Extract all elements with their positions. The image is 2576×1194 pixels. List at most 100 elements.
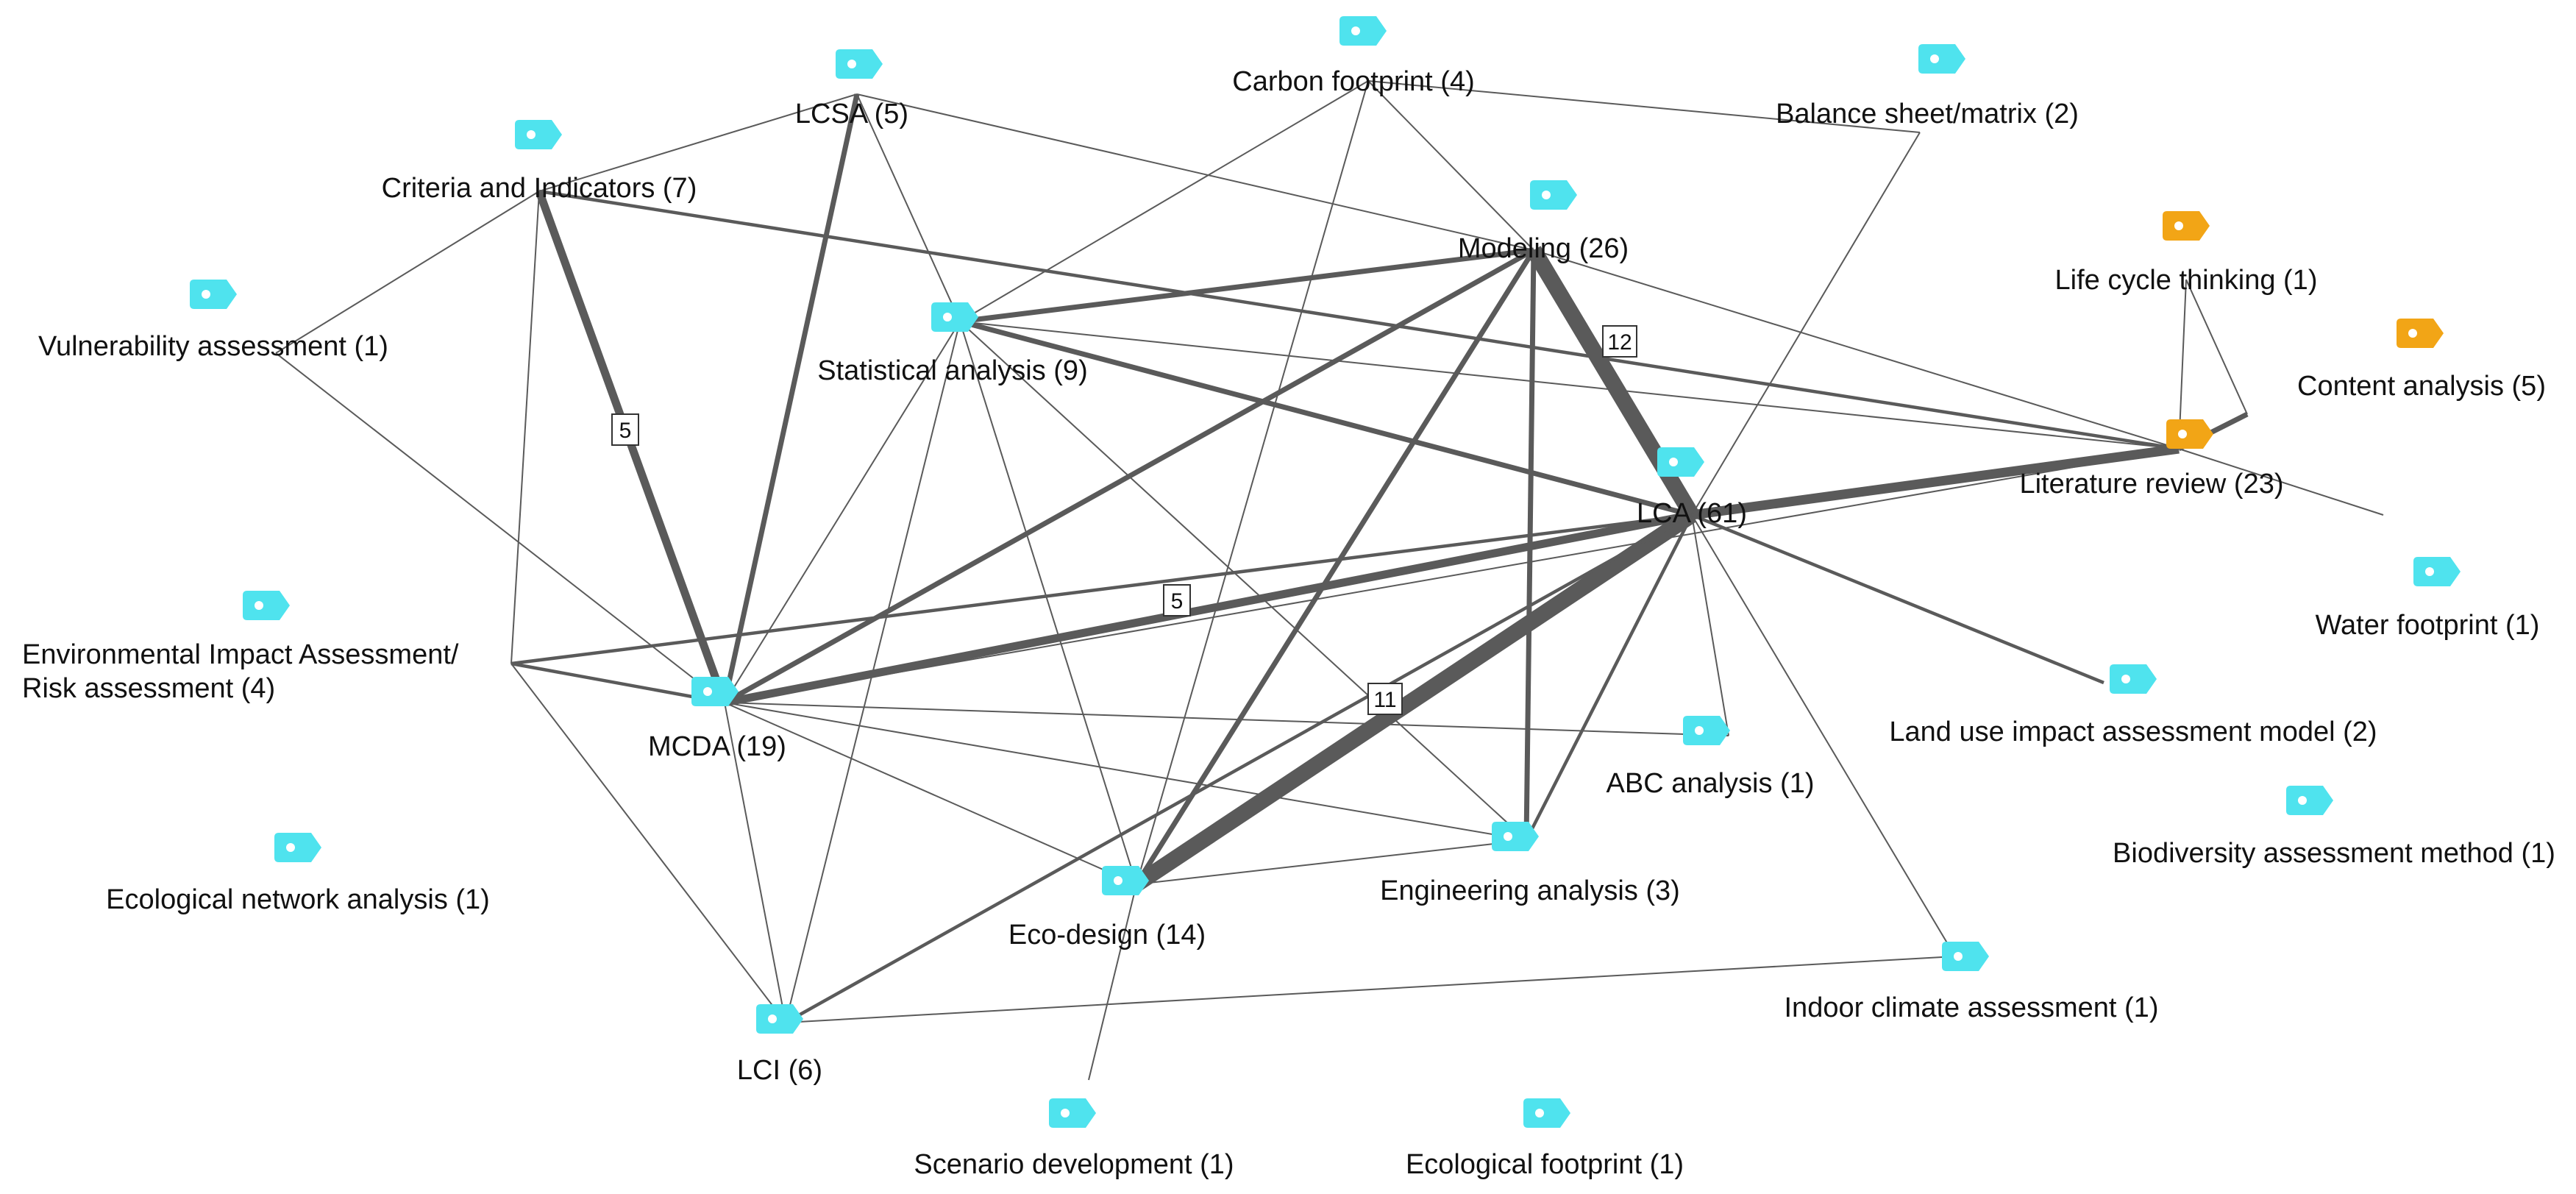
node-indoor_climate[interactable]: Indoor climate assessment (1) — [1785, 942, 2159, 1023]
node-balance_sheet[interactable]: Balance sheet/matrix (2) — [1776, 44, 2079, 129]
tag-icon — [2286, 786, 2333, 815]
tag-hole-icon — [1504, 832, 1512, 841]
node-label: Life cycle thinking (1) — [2055, 265, 2318, 296]
edge-criteria_indicators-lcsa — [538, 93, 858, 192]
node-label: ABC analysis (1) — [1607, 768, 1815, 799]
tag-icon — [190, 280, 237, 309]
node-carbon_footprint[interactable]: Carbon footprint (4) — [1232, 16, 1475, 97]
tag-hole-icon — [527, 130, 536, 139]
tag-hole-icon — [1351, 26, 1360, 35]
node-biodiversity[interactable]: Biodiversity assessment method (1) — [2113, 786, 2555, 869]
edge-weight-text: 12 — [1607, 330, 1632, 355]
node-label: Land use impact assessment model (2) — [1889, 717, 2377, 747]
node-eco_design[interactable]: Eco-design (14) — [1008, 866, 1206, 950]
tag-icon — [2163, 211, 2210, 241]
edge-mcda-eco_design — [724, 702, 1137, 885]
node-criteria_indicators[interactable]: Criteria and Indicators (7) — [382, 120, 697, 204]
tag-hole-icon — [286, 843, 295, 852]
tag-hole-icon — [1542, 191, 1551, 199]
edge-lcsa-mcda — [722, 93, 860, 703]
tag-icon — [1657, 447, 1704, 477]
node-ecological_network[interactable]: Ecological network analysis (1) — [106, 833, 490, 915]
node-label: Modeling (26) — [1458, 233, 1629, 264]
node-label: LCI (6) — [737, 1055, 822, 1086]
edge-mcda-engineering_analysis — [724, 702, 1527, 841]
node-engineering_analysis[interactable]: Engineering analysis (3) — [1380, 822, 1680, 906]
node-land_use[interactable]: Land use impact assessment model (2) — [1889, 664, 2377, 747]
edge-criteria_indicators-mcda — [535, 190, 729, 704]
node-eia[interactable]: Environmental Impact Assessment/Risk ass… — [22, 591, 459, 704]
tag-icon — [836, 49, 883, 79]
edge-statistical_analysis-lca — [959, 319, 1693, 518]
tag-hole-icon — [202, 290, 210, 299]
node-water_footprint[interactable]: Water footprint (1) — [2316, 557, 2540, 641]
edge-weight-label-modeling-lca: 12 — [1602, 325, 1637, 358]
edge-lca-abc_analysis — [1691, 514, 1729, 736]
edge-weight-box — [1602, 325, 1637, 358]
tag-hole-icon — [943, 313, 952, 321]
tag-hole-icon — [2408, 329, 2417, 338]
node-label: LCA (61) — [1637, 498, 1747, 529]
edge-modeling-statistical_analysis — [959, 247, 1534, 324]
node-lcsa[interactable]: LCSA (5) — [795, 49, 908, 129]
tag-hole-icon — [1061, 1109, 1070, 1117]
nodes-layer: LCA (61) Literature review (23) Modeling (… — [22, 16, 2555, 1180]
edge-lci-indoor_climate — [785, 956, 1956, 1023]
node-lca[interactable]: LCA (61) — [1637, 447, 1747, 529]
edge-mcda-lci — [724, 702, 786, 1023]
edge-modeling-eco_design — [1134, 249, 1536, 886]
node-label: Engineering analysis (3) — [1380, 875, 1680, 906]
tag-icon — [515, 120, 562, 149]
tag-icon — [756, 1004, 803, 1034]
tag-hole-icon — [1535, 1109, 1544, 1117]
tag-hole-icon — [703, 687, 712, 696]
edge-mcda-eia — [510, 661, 725, 705]
node-scenario_development[interactable]: Scenario development (1) — [914, 1098, 1234, 1180]
node-label: Indoor climate assessment (1) — [1785, 992, 2159, 1023]
node-lci[interactable]: LCI (6) — [737, 1004, 822, 1086]
edge-statistical_analysis-literature_review — [959, 321, 2180, 449]
edge-weight-box — [611, 413, 639, 446]
node-label: LCSA (5) — [795, 99, 908, 129]
tag-hole-icon — [2178, 430, 2187, 438]
tag-icon — [1102, 866, 1149, 895]
edge-criteria_indicators-literature_review — [538, 189, 2180, 451]
node-ecological_footprint[interactable]: Ecological footprint (1) — [1406, 1098, 1684, 1180]
tag-icon — [2397, 319, 2444, 348]
edge-criteria_indicators-eia — [510, 191, 540, 664]
tag-icon — [2166, 419, 2213, 449]
tag-icon — [1530, 180, 1577, 210]
tag-icon — [2413, 557, 2461, 586]
node-mcda[interactable]: MCDA (19) — [648, 677, 786, 762]
edge-lca-literature_review — [1691, 444, 2180, 520]
node-statistical_analysis[interactable]: Statistical analysis (9) — [817, 302, 1088, 386]
node-label: Ecological network analysis (1) — [106, 884, 490, 915]
tag-hole-icon — [2174, 221, 2183, 230]
node-vulnerability[interactable]: Vulnerability assessment (1) — [38, 280, 388, 362]
tag-icon — [243, 591, 290, 620]
edge-mcda-abc_analysis — [724, 702, 1729, 736]
node-life_cycle_thinking[interactable]: Life cycle thinking (1) — [2055, 211, 2318, 296]
tag-hole-icon — [847, 60, 856, 68]
node-content_analysis[interactable]: Content analysis (5) — [2297, 319, 2546, 402]
node-label: Statistical analysis (9) — [817, 355, 1087, 386]
node-modeling[interactable]: Modeling (26) — [1458, 180, 1629, 264]
edges-layer — [275, 80, 2384, 1081]
edge-eco_design-engineering_analysis — [1136, 839, 1527, 885]
tag-hole-icon — [1930, 54, 1939, 63]
edge-lca-lci — [784, 514, 1693, 1024]
node-literature_review[interactable]: Literature review (23) — [2019, 419, 2284, 500]
tag-hole-icon — [2298, 796, 2307, 805]
edge-vulnerability-mcda — [275, 352, 725, 703]
node-label: Ecological footprint (1) — [1406, 1149, 1684, 1180]
node-label: Criteria and Indicators (7) — [382, 173, 697, 204]
edge-weight-text: 5 — [1171, 589, 1184, 614]
tag-icon — [274, 833, 321, 862]
tag-icon — [931, 302, 978, 332]
tag-hole-icon — [1669, 458, 1678, 466]
edge-carbon_footprint-balance_sheet — [1367, 80, 1921, 133]
edge-statistical_analysis-eco_design — [959, 321, 1137, 885]
node-abc_analysis[interactable]: ABC analysis (1) — [1607, 716, 1815, 799]
